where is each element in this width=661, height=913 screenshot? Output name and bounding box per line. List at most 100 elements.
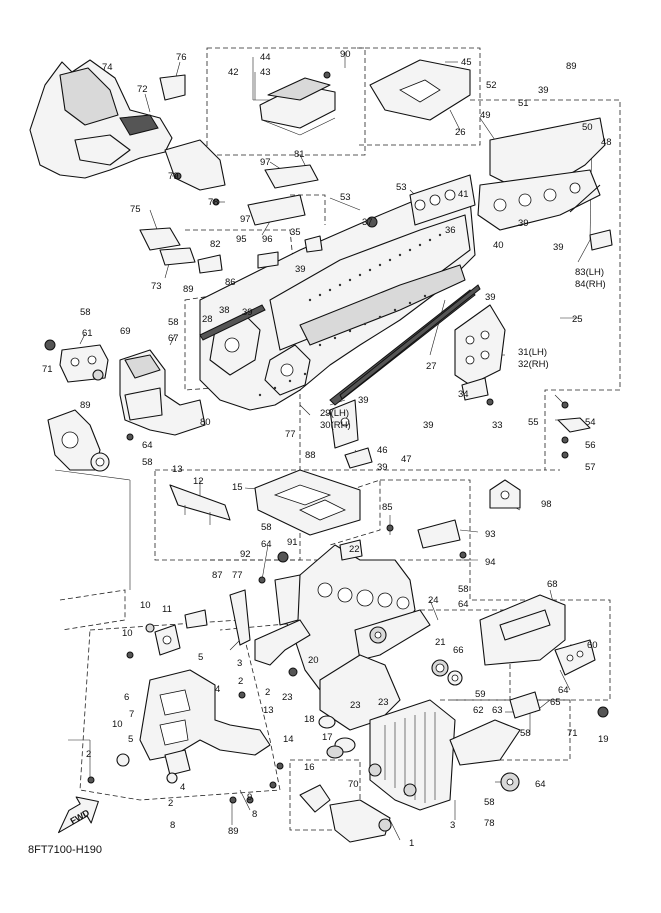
- callout-label: 38: [219, 305, 230, 316]
- callout-label: 53: [340, 192, 351, 203]
- callout-label: 24: [428, 595, 439, 606]
- callout-label: 90: [340, 49, 351, 60]
- callout-label: 4: [215, 684, 220, 695]
- callout-label: 69: [120, 326, 131, 337]
- part-seat-bracket-43: [259, 77, 336, 136]
- callout-label: 23: [350, 700, 361, 711]
- callout-label: 85: [382, 502, 393, 513]
- callout-label: 97: [240, 214, 251, 225]
- callout-label: 15: [232, 482, 243, 493]
- part-cover-62: [449, 691, 541, 766]
- callout-label: 64: [142, 440, 153, 451]
- part-tunnel: [199, 174, 476, 411]
- callout-label: 30(RH): [320, 420, 351, 431]
- callout-label: 2: [86, 749, 91, 760]
- callout-label: 78: [208, 197, 219, 208]
- callout-label: 60: [587, 640, 598, 651]
- callout-label: 13: [172, 464, 183, 475]
- callout-label: 71: [567, 728, 578, 739]
- callout-label: 18: [304, 714, 315, 725]
- callout-label: 46: [377, 445, 388, 456]
- callout-label: 4: [180, 782, 185, 793]
- callout-label: 9: [247, 792, 252, 803]
- callout-label: 23: [378, 697, 389, 708]
- part-side-frame-left: [116, 669, 271, 784]
- callout-label: 54: [585, 417, 596, 428]
- part-radiator-16: [368, 699, 456, 811]
- callout-label: 89: [183, 284, 194, 295]
- callout-label: 84(RH): [575, 279, 606, 290]
- callout-label: 8: [252, 809, 257, 820]
- callout-label: 77: [285, 429, 296, 440]
- part-seals-18-19: [318, 715, 356, 759]
- part-rail-28: [199, 304, 266, 341]
- callout-label: 29(LH): [320, 408, 349, 419]
- callout-label: 3: [450, 820, 455, 831]
- callout-label: 39: [358, 395, 369, 406]
- fwd-arrow-icon: FWD: [58, 796, 99, 834]
- callout-label: 45: [461, 57, 472, 68]
- callout-label: 39: [538, 85, 549, 96]
- callout-label: 39: [377, 462, 388, 473]
- part-pulley-70: [500, 772, 520, 792]
- part-bracket-left-89: [47, 409, 110, 472]
- callout-label: 14: [283, 734, 294, 745]
- callout-label: 8: [170, 820, 175, 831]
- callout-label: 26: [455, 127, 466, 138]
- diagram-code: 8FT7100-H190: [28, 844, 102, 856]
- part-fasteners: [87, 71, 609, 804]
- callout-label: 92: [240, 549, 251, 560]
- callout-label: 3: [237, 658, 242, 669]
- callout-label: 32(RH): [518, 359, 549, 370]
- part-brace-31: [454, 304, 506, 401]
- callout-label: 72: [137, 84, 148, 95]
- callout-label: 87: [212, 570, 223, 581]
- callout-label: 35: [290, 227, 301, 238]
- callout-label: 67: [168, 333, 179, 344]
- callout-label: 89: [228, 826, 239, 837]
- callout-label: 58: [142, 457, 153, 468]
- callout-label: 58: [261, 522, 272, 533]
- part-crossplate-15: [254, 469, 361, 536]
- callout-label: 13: [263, 705, 274, 716]
- callout-label: 10: [122, 628, 133, 639]
- callout-label: 10: [140, 600, 151, 611]
- callout-label: 66: [453, 645, 464, 656]
- callout-label: 39: [423, 420, 434, 431]
- callout-label: 64: [535, 779, 546, 790]
- callout-label: 47: [401, 454, 412, 465]
- callout-label: 88: [305, 450, 316, 461]
- callout-label: 93: [485, 529, 496, 540]
- callout-label: 39: [553, 242, 564, 253]
- callout-label: 16: [304, 762, 315, 773]
- callout-label: 23: [282, 692, 293, 703]
- part-steering-arm: [229, 574, 311, 666]
- callout-label: 58: [80, 307, 91, 318]
- callout-label: 63: [492, 705, 503, 716]
- callout-label: 74: [102, 62, 113, 73]
- callout-label: 55: [528, 417, 539, 428]
- callout-label: 95: [236, 234, 247, 245]
- callout-label: 12: [193, 476, 204, 487]
- callout-label: 73: [151, 281, 162, 292]
- part-brackets-58-68: [479, 594, 596, 676]
- callout-label: 5: [128, 734, 133, 745]
- part-bracket-26: [369, 59, 471, 121]
- callout-label: 39: [485, 292, 496, 303]
- part-hardware-55: [557, 401, 591, 459]
- callout-label: 48: [601, 137, 612, 148]
- callout-label: 50: [582, 122, 593, 133]
- callout-label: 11: [162, 604, 172, 615]
- callout-label: 86: [225, 277, 236, 288]
- part-plate-61: [44, 339, 109, 383]
- callout-label: 76: [176, 52, 187, 63]
- callout-label: 42: [228, 67, 239, 78]
- callout-label: 19: [598, 734, 609, 745]
- callout-label: 36: [445, 225, 456, 236]
- callout-label: 39: [518, 218, 529, 229]
- callout-label: 25: [572, 314, 583, 325]
- callout-label: 39: [242, 307, 253, 318]
- callout-label: 98: [541, 499, 552, 510]
- callout-label: 79: [168, 171, 179, 182]
